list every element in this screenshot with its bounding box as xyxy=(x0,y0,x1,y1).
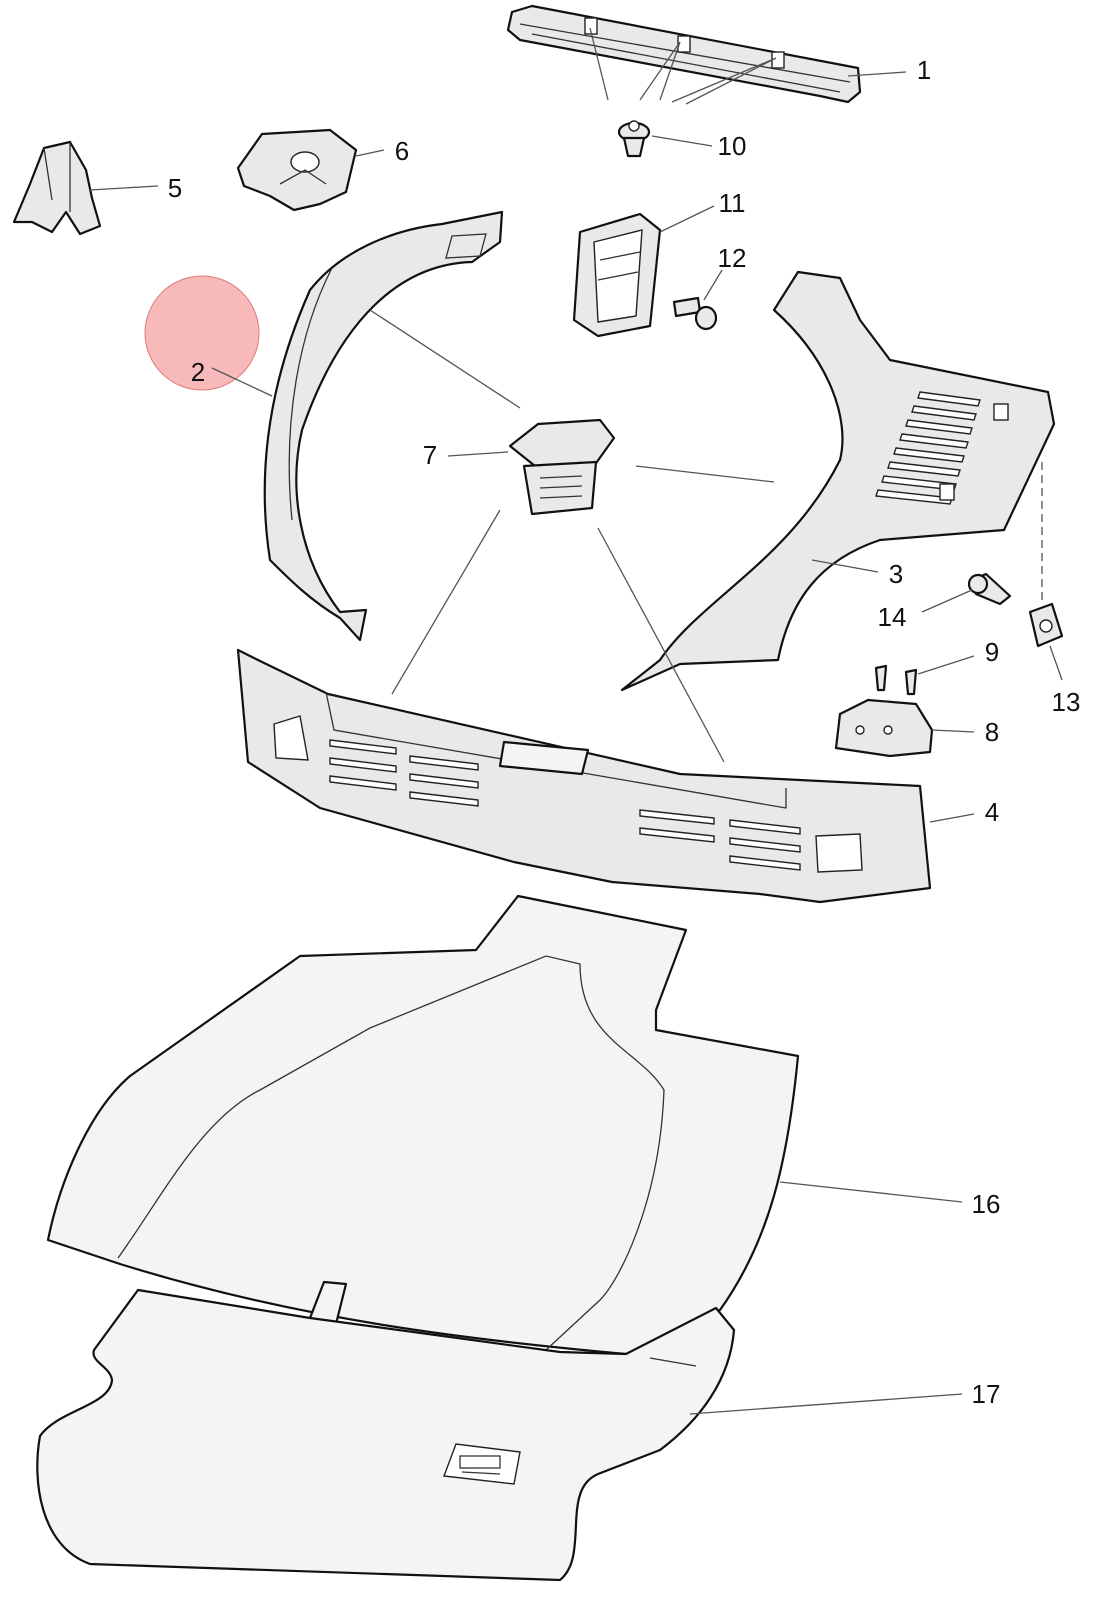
part-3-right-quarter-trim[interactable] xyxy=(620,270,1056,692)
callout-label-1[interactable]: 1 xyxy=(917,55,931,85)
part-3-vent-slats xyxy=(875,391,981,505)
leader-line-6 xyxy=(355,149,385,157)
callout-label-11[interactable]: 11 xyxy=(719,188,746,218)
leader-line-16 xyxy=(779,1181,963,1203)
part-17-floor-cover[interactable] xyxy=(36,1288,736,1582)
part-10-push-clip[interactable] xyxy=(617,120,651,158)
clip-fan-lines xyxy=(589,27,777,105)
leader-line-7 xyxy=(447,451,509,457)
callout-label-8[interactable]: 8 xyxy=(985,717,999,747)
part-8-lamp-housing[interactable] xyxy=(834,698,934,758)
leader-line-8 xyxy=(931,729,975,733)
leader-line-9 xyxy=(917,655,975,675)
callout-label-4[interactable]: 4 xyxy=(985,797,999,827)
callout-label-14[interactable]: 14 xyxy=(878,602,907,632)
leader-line-10 xyxy=(651,135,713,147)
callout-label-17[interactable]: 17 xyxy=(972,1379,1001,1409)
leader-line-13 xyxy=(1049,645,1063,681)
callout-label-2[interactable]: 2 xyxy=(191,357,205,387)
part-1-upper-rail[interactable] xyxy=(506,4,862,104)
leader-line-17 xyxy=(689,1393,963,1415)
part-6-plate-nut[interactable] xyxy=(236,128,358,212)
leader-line-5 xyxy=(89,185,159,191)
leader-line-4 xyxy=(929,813,975,823)
part-12-screw[interactable] xyxy=(672,296,718,331)
part-14-bolt[interactable] xyxy=(967,572,1012,606)
plug-fan-lines xyxy=(369,309,775,763)
leader-line-12 xyxy=(703,269,723,301)
part-7-cover-plug[interactable] xyxy=(508,418,616,516)
part-4-rear-sill-panel[interactable] xyxy=(236,648,932,904)
part-16-cargo-mat[interactable] xyxy=(46,894,800,1356)
leader-line-14 xyxy=(921,589,973,613)
part-11-handle-bezel[interactable] xyxy=(572,212,662,338)
callout-label-6[interactable]: 6 xyxy=(395,136,409,166)
part-5-spring-clip[interactable] xyxy=(12,140,102,236)
part-2-left-wheelhouse-trim[interactable] xyxy=(263,210,504,642)
callout-label-13[interactable]: 13 xyxy=(1052,687,1081,717)
leader-line-3 xyxy=(811,559,879,573)
highlight-marker[interactable] xyxy=(144,275,260,391)
callout-label-3[interactable]: 3 xyxy=(889,559,903,589)
callout-label-9[interactable]: 9 xyxy=(985,637,999,667)
leader-line-1 xyxy=(847,71,907,77)
part-4-vent-grilles xyxy=(329,739,801,871)
callout-label-7[interactable]: 7 xyxy=(423,440,437,470)
callout-label-10[interactable]: 10 xyxy=(718,131,747,161)
callout-label-5[interactable]: 5 xyxy=(168,173,182,203)
leader-line-11 xyxy=(659,205,715,233)
callout-label-12[interactable]: 12 xyxy=(718,243,747,273)
cargo-hook-icon xyxy=(443,1443,521,1485)
leader-line-2 xyxy=(211,367,273,397)
callout-label-16[interactable]: 16 xyxy=(972,1189,1001,1219)
part-13-clip-nut[interactable] xyxy=(1028,602,1064,648)
part-9-screws[interactable] xyxy=(874,664,918,696)
